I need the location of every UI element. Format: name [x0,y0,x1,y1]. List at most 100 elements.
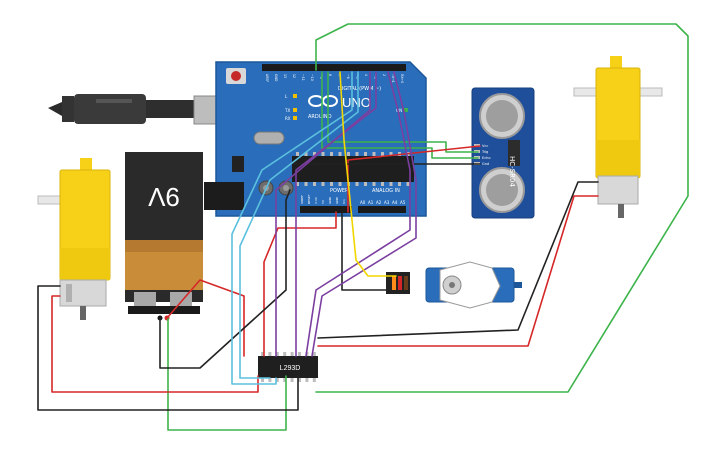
digital-pin-label: 4 [364,74,368,76]
digital-pin-label: 7 [337,74,341,76]
digital-pin-label: ~9 [319,74,323,79]
wire-cyan [231,71,353,385]
arduino-logo [308,95,338,107]
board-model: UNO [342,95,371,110]
driver-pin [261,378,264,382]
wire-purple [305,71,411,357]
wire-black [37,285,299,411]
power-header [300,206,352,213]
chip-pin [330,152,333,156]
analog-pin-label: A2 [376,200,382,205]
power-pin-label: GND [328,196,332,204]
power-jack [204,182,244,210]
chip-pin [398,182,401,186]
9v-battery: 9V [125,152,203,321]
analog-header [358,206,406,213]
battery-terminal-positive [170,292,192,308]
power-pin-label: GND [335,196,339,204]
driver-pin [283,378,287,382]
driver-pin [283,352,287,356]
digital-pin-label: 2 [382,74,386,76]
analog-pin-label: A5 [400,200,406,205]
power-pin-label: 5V [321,199,325,204]
l293d-driver: L293D [258,352,318,382]
wire-green [315,23,689,393]
wire-red [317,195,599,347]
wire-yellow [339,71,397,277]
battery-label: 9V [147,182,179,212]
digital-label: DIGITAL (PWM ~) [338,86,381,92]
chip-pin [330,182,333,186]
sensor-pin-label: Vcc [482,144,488,148]
digital-pin-label: ~10 [310,74,314,81]
driver-pin [298,378,301,382]
driver-pin [275,378,279,382]
chip-pin [313,152,316,156]
chip-pin [355,182,359,186]
on-led-label: ON [396,108,402,113]
driver-pin [305,378,309,382]
driver-pin [290,352,294,356]
chip-pin [347,152,350,156]
usb-cable [48,94,227,125]
digital-pin-label: ~3 [373,74,377,79]
driver-pin [275,352,279,356]
chip-pin [321,182,325,186]
chip-pin [338,182,342,186]
digital-pin-label: RX←0 [400,74,404,83]
power-pin-label: Vin [342,199,346,204]
wire-purple [295,71,377,357]
chip-pin [406,182,410,186]
brand-label: ARDUINO [308,114,332,120]
sensor-pin-label: Echo [482,156,491,160]
chip-pin [372,182,376,186]
wires [37,23,689,431]
chip-pin [296,152,299,156]
power-pin-label: 3.3V [314,196,318,204]
chip-pin [355,152,359,156]
wire-black [159,189,291,369]
voltage-regulator [232,156,244,172]
chip-pin [364,152,367,156]
digital-pin-label: 13 [283,74,287,78]
digital-pin-label: ~11 [301,74,305,81]
chip-pin [381,182,384,186]
chip-pin [364,182,367,186]
rx-led-label: RX [285,116,291,121]
chip-pin [304,152,308,156]
right-gear-motor [573,56,663,218]
crystal [253,131,285,145]
chip-pin [296,182,299,186]
wire-purple [311,71,417,357]
chip-pin [372,152,376,156]
wire-green [321,71,479,159]
wire-green [167,317,287,431]
digital-header [262,64,406,71]
chip-pin [313,182,316,186]
wire-cyan [239,71,359,379]
sensor-pin [474,144,480,147]
driver-pin [290,378,294,382]
driver-pin [268,378,272,382]
chip-pin [338,152,342,156]
l-led-label: L [285,94,288,99]
analog-pin-label: A0 [360,200,366,205]
driver-pin [298,352,301,356]
microcontroller-chip [292,156,414,182]
wire-black [341,211,391,291]
digital-pin-label: TX→1 [391,73,395,83]
wire-green [327,71,479,153]
chip-pin [304,182,308,186]
sensor-model: HC-SR04 [508,156,516,187]
power-pin-label: IOREF [300,195,304,204]
driver-pin [268,352,272,356]
wire-red [51,295,259,393]
sensor-pin-label: Trig [481,150,488,154]
wire-red [347,145,481,213]
chip-pin [321,152,325,156]
analog-pin-label: A1 [368,200,374,205]
reset-button [231,71,241,81]
driver-pin [312,352,316,356]
